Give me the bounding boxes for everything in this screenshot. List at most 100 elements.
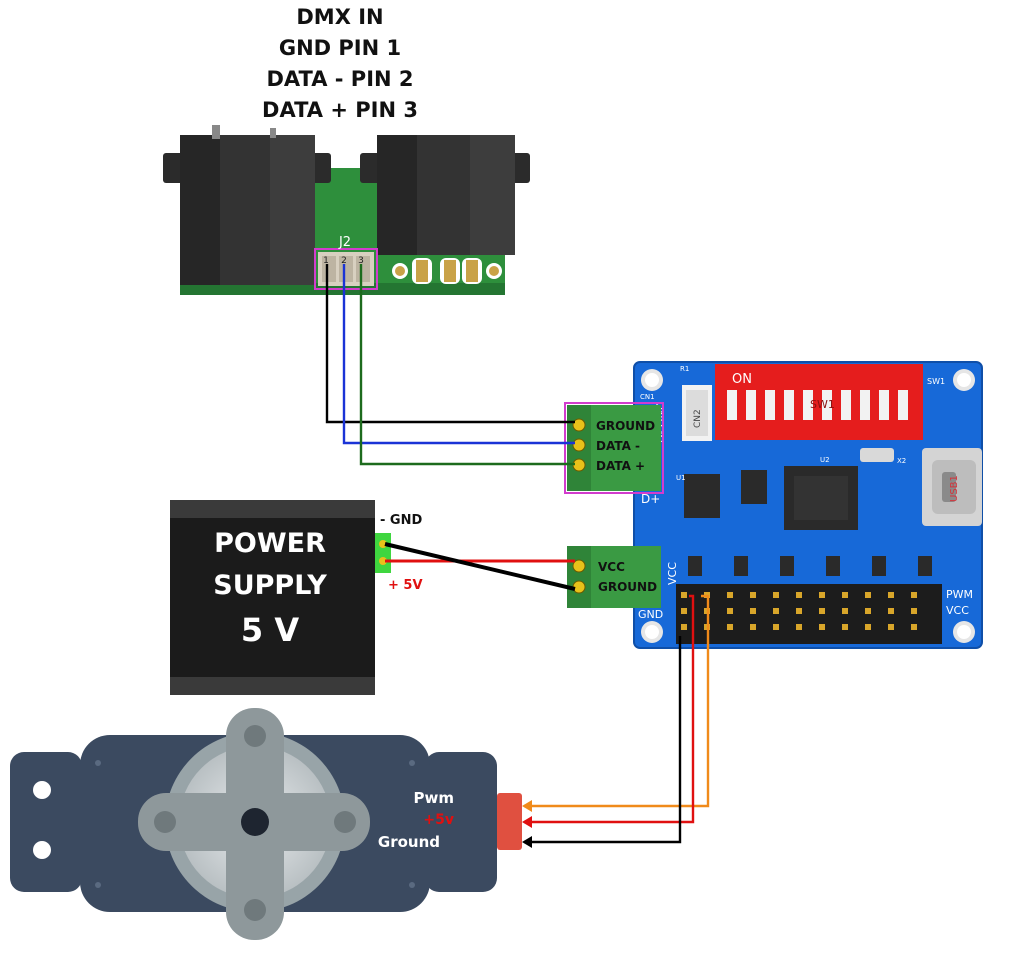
header-pin	[819, 608, 825, 614]
j2-pin-2-label: 2	[341, 256, 347, 266]
regulator-chip	[741, 470, 767, 504]
psu-label-line1: POWER	[214, 528, 326, 559]
header-pin	[727, 608, 733, 614]
header-pin	[888, 608, 894, 614]
header-line-2: GND PIN 1	[278, 36, 402, 60]
xlr-jack-left	[163, 125, 331, 285]
d-plus-label: D+	[641, 492, 660, 506]
xlr-connector-board: J2 1 2 3	[163, 125, 530, 295]
cn1-label: CN1	[640, 393, 655, 401]
wire-servo-5v	[524, 594, 695, 824]
header-pin	[865, 608, 871, 614]
wire-dmx-ground	[325, 264, 575, 424]
gnd-side-label: GND	[638, 608, 663, 621]
arrow-ground	[522, 836, 532, 848]
j2-pin-3-label: 3	[358, 256, 364, 266]
xlr-solder-pads	[392, 258, 502, 284]
vcc-label: VCC	[946, 604, 969, 617]
header-line-1: DMX IN	[296, 5, 384, 29]
header-pin	[888, 624, 894, 630]
pwm-controller-board: ON SW1 SW1 CN1 R1 D- GND D+ VCC GND PWM …	[633, 361, 983, 649]
dip-on-label: ON	[732, 372, 752, 387]
header-pin	[681, 624, 687, 630]
usb-c-port	[922, 448, 982, 526]
dmx-terminal-block	[564, 402, 664, 494]
r1-label: R1	[680, 365, 689, 373]
header-line-4: DATA + PIN 3	[262, 98, 418, 122]
wire-arrowheads	[522, 800, 532, 848]
header-pin	[750, 624, 756, 630]
arrow-pwm	[522, 800, 532, 812]
header-pin	[865, 624, 871, 630]
wire-servo-ground	[524, 636, 682, 844]
wire-dmx-data-minus	[342, 264, 575, 445]
terminal-power-ground-label: GROUND	[598, 580, 657, 594]
x2-label: X2	[897, 457, 906, 465]
header-pin	[842, 624, 848, 630]
psu-gnd-label: - GND	[380, 513, 422, 528]
dip-ref-label: SW1	[810, 398, 835, 411]
header-pin	[911, 592, 917, 598]
cn2-label: CN2	[693, 409, 703, 428]
psu-label-line3: 5 V	[241, 611, 299, 649]
header-pin	[842, 608, 848, 614]
header-line-3: DATA - PIN 2	[266, 67, 414, 91]
header-pin	[888, 592, 894, 598]
main-mcu-chip	[784, 466, 858, 530]
u1-label: U1	[676, 474, 686, 482]
header-pin	[750, 608, 756, 614]
header-pin	[727, 624, 733, 630]
header-pin	[796, 624, 802, 630]
psu-plus-label: + 5V	[388, 578, 423, 593]
cn2-connector	[682, 385, 712, 441]
dip-switch	[715, 364, 923, 440]
rs485-chip	[684, 474, 720, 518]
pwm-label: PWM	[946, 588, 973, 601]
driver-chips	[688, 556, 932, 576]
header-pin	[750, 592, 756, 598]
terminal-vcc-label: VCC	[598, 560, 625, 574]
power-supply	[170, 500, 391, 695]
header-pin	[865, 592, 871, 598]
usb-label: USB1	[949, 475, 960, 502]
servo-5v-label: +5v	[423, 812, 454, 828]
wire-psu-gnd	[384, 542, 576, 591]
header-pins	[681, 592, 917, 630]
header-pin	[727, 592, 733, 598]
crystal	[860, 448, 894, 462]
arrow-5v	[522, 816, 532, 828]
servo-connector	[497, 793, 522, 850]
terminal-data-minus-label: DATA -	[596, 439, 640, 453]
xlr-jack-right	[360, 135, 530, 255]
pwm-pin-headers	[676, 584, 942, 644]
header-pin	[796, 592, 802, 598]
servo-ground-label: Ground	[378, 833, 440, 851]
header-pin	[819, 592, 825, 598]
header-pin	[773, 608, 779, 614]
servo-motor	[10, 708, 522, 940]
header-pin	[911, 624, 917, 630]
header-pin	[819, 624, 825, 630]
wire-servo-pwm	[524, 594, 710, 808]
j2-pin-1-label: 1	[323, 256, 329, 266]
sw1-silk-label: SW1	[927, 377, 945, 386]
psu-output-terminal	[375, 533, 391, 573]
header-pin	[842, 592, 848, 598]
header-pin	[796, 608, 802, 614]
header-pin	[681, 592, 687, 598]
u2-label: U2	[820, 456, 830, 464]
header-pin	[773, 592, 779, 598]
terminal-data-plus-label: DATA +	[596, 459, 645, 473]
psu-label-line2: SUPPLY	[213, 570, 327, 601]
j2-header	[314, 248, 378, 290]
power-terminal-block	[567, 546, 661, 608]
header-pin	[773, 624, 779, 630]
header-pin	[681, 608, 687, 614]
wires	[325, 264, 710, 844]
j2-label: J2	[338, 235, 351, 250]
vcc-side-label: VCC	[666, 562, 679, 585]
servo-pwm-label: Pwm	[414, 789, 454, 807]
header-pin	[911, 608, 917, 614]
wire-dmx-data-plus	[359, 264, 575, 466]
